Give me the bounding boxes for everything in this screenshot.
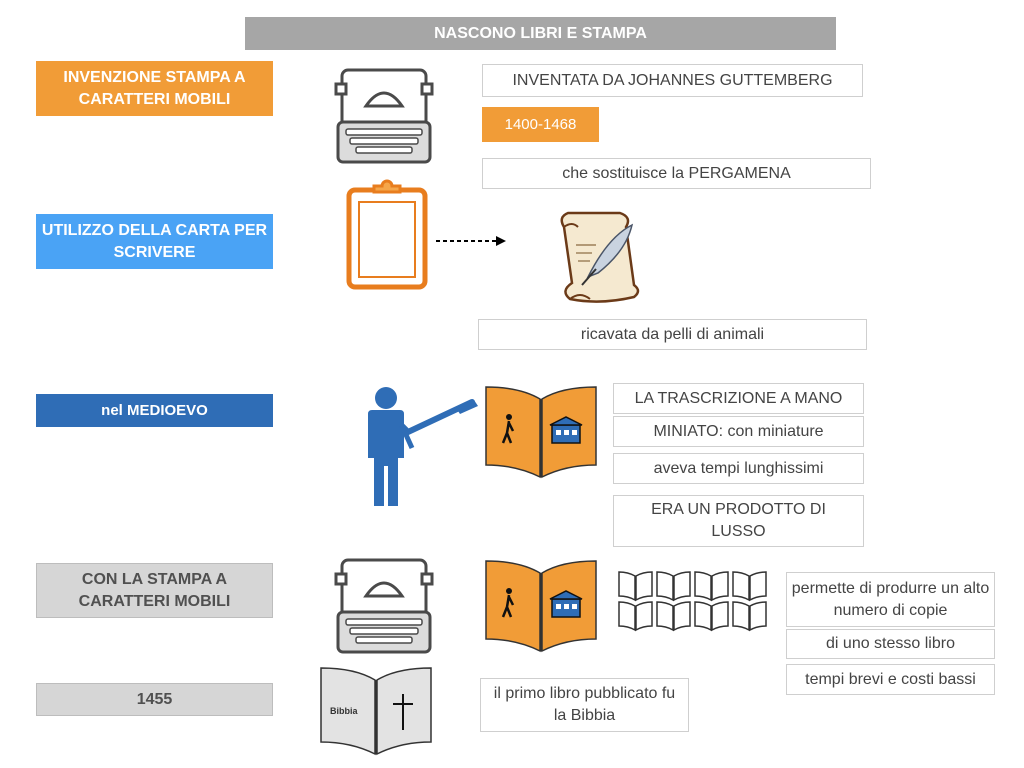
bible-label: Bibbia <box>330 706 358 716</box>
box-1455: 1455 <box>36 683 273 716</box>
note-ricavata-pelli: ricavata da pelli di animali <box>478 319 867 350</box>
box-con-stampa: CON LA STAMPA A CARATTERI MOBILI <box>36 563 273 618</box>
box-utilizzo-carta: UTILIZZO DELLA CARTA PER SCRIVERE <box>36 214 273 269</box>
typewriter-icon <box>334 68 434 164</box>
open-book-icon <box>485 386 597 479</box>
books-stack-icon <box>618 571 767 631</box>
person-pointer-icon <box>368 387 478 506</box>
note-stesso-libro: di uno stesso libro <box>786 629 995 659</box>
page-title: NASCONO LIBRI E STAMPA <box>245 17 836 50</box>
parchment-quill-icon <box>560 211 640 303</box>
open-book-icon <box>485 560 597 653</box>
note-inventata-gutenberg: INVENTATA DA JOHANNES GUTTEMBERG <box>482 64 863 97</box>
note-trascrizione: LA TRASCRIZIONE A MANO <box>613 383 864 414</box>
note-permette-copie: permette di produrre un alto numero di c… <box>786 572 995 627</box>
box-invenzione-stampa: INVENZIONE STAMPA A CARATTERI MOBILI <box>36 61 273 116</box>
note-tempi-brevi: tempi brevi e costi bassi <box>786 664 995 695</box>
note-prodotto-lusso: ERA UN PRODOTTO DI LUSSO <box>613 495 864 547</box>
typewriter-icon <box>334 558 434 654</box>
box-medioevo: nel MEDIOEVO <box>36 394 273 427</box>
note-sostituisce-pergamena: che sostituisce la PERGAMENA <box>482 158 871 189</box>
note-miniato: MINIATO: con miniature <box>613 416 864 447</box>
clipboard-icon <box>346 179 428 290</box>
note-primo-libro-bibbia: il primo libro pubblicato fu la Bibbia <box>480 678 689 732</box>
note-date-gutenberg: 1400-1468 <box>482 107 599 142</box>
bible-icon <box>320 667 432 756</box>
note-tempi-lunghi: aveva tempi lunghissimi <box>613 453 864 484</box>
dotted-arrow-icon <box>436 236 506 246</box>
